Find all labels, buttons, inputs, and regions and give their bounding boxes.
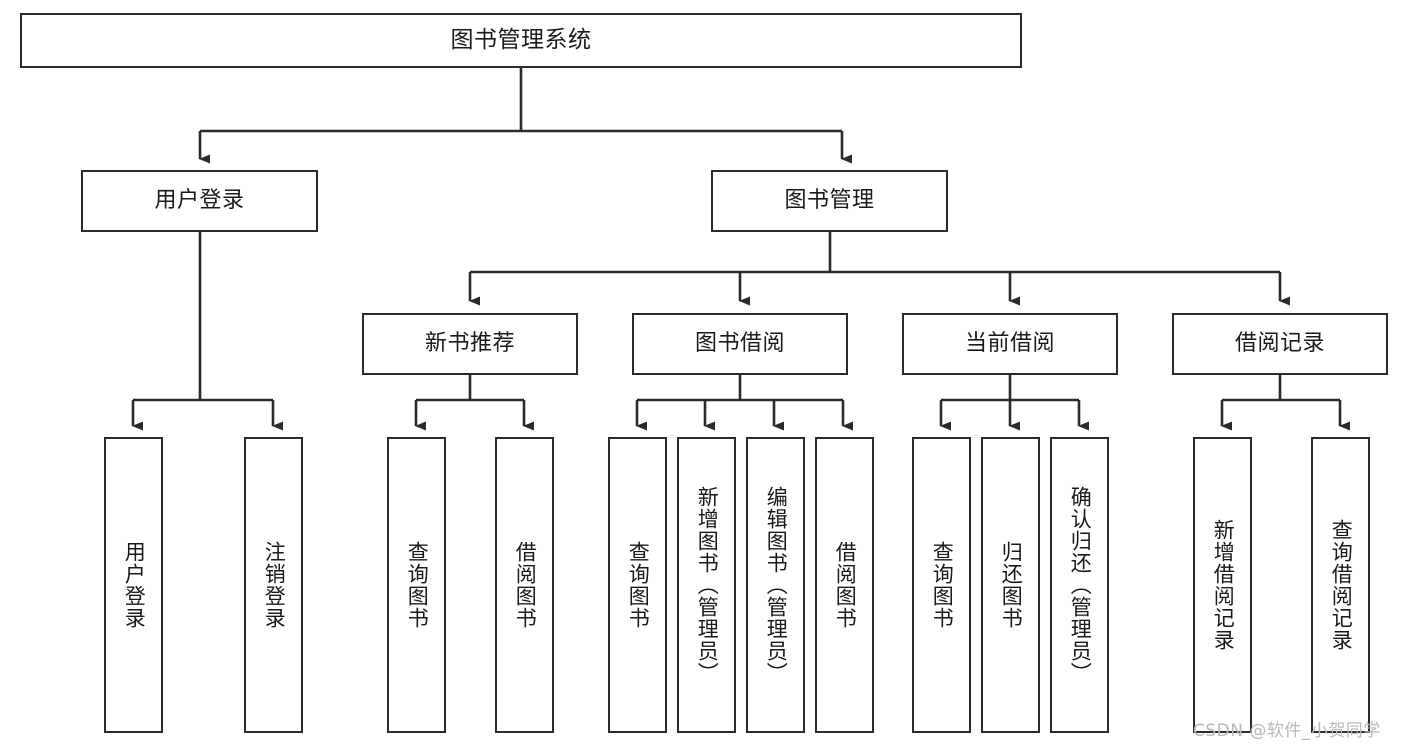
node-book-borrow[interactable]: 图书借阅	[632, 313, 848, 375]
node-root-book-management-system[interactable]: 图书管理系统	[20, 13, 1022, 68]
leaf-user-login-login[interactable]: 用户登录	[104, 437, 163, 733]
leaf-book-borrow-add-book-admin[interactable]: 新增图书（管理员）	[677, 437, 736, 733]
node-label: 借阅图书	[513, 541, 538, 629]
node-label: 查询图书	[405, 541, 430, 629]
node-label: 查询借阅记录	[1329, 519, 1354, 651]
node-borrow-record[interactable]: 借阅记录	[1172, 313, 1388, 375]
node-user-login[interactable]: 用户登录	[81, 170, 318, 232]
leaf-book-borrow-borrow-book[interactable]: 借阅图书	[815, 437, 874, 733]
node-book-management[interactable]: 图书管理	[711, 170, 948, 232]
node-label: 新书推荐	[424, 331, 515, 357]
node-label: 新增图书（管理员）	[695, 486, 720, 684]
node-label: 新增借阅记录	[1211, 519, 1236, 651]
node-label: 查询图书	[930, 541, 955, 629]
node-label: 查询图书	[626, 541, 651, 629]
leaf-new-book-query-book[interactable]: 查询图书	[387, 437, 446, 733]
node-label: 借阅图书	[833, 541, 858, 629]
watermark-text: CSDN @软件_小贺同学	[1193, 721, 1381, 741]
leaf-new-book-borrow-book[interactable]: 借阅图书	[495, 437, 554, 733]
leaf-current-borrow-confirm-return-admin[interactable]: 确认归还（管理员）	[1050, 437, 1109, 733]
leaf-book-borrow-query-book[interactable]: 查询图书	[608, 437, 667, 733]
node-new-book-recommend[interactable]: 新书推荐	[362, 313, 578, 375]
leaf-current-borrow-query-book[interactable]: 查询图书	[912, 437, 971, 733]
node-label: 归还图书	[999, 541, 1024, 629]
node-label: 借阅记录	[1234, 331, 1325, 357]
csdn-watermark: CSDN @软件_小贺同学	[1193, 716, 1381, 741]
node-label: 图书管理	[784, 188, 875, 214]
leaf-borrow-record-add-record[interactable]: 新增借阅记录	[1193, 437, 1252, 733]
node-label: 注销登录	[262, 541, 287, 629]
node-label: 用户登录	[154, 188, 245, 214]
node-current-borrow[interactable]: 当前借阅	[902, 313, 1118, 375]
node-label: 图书借阅	[694, 331, 785, 357]
node-label: 确认归还（管理员）	[1068, 486, 1093, 684]
node-label: 图书管理系统	[450, 27, 592, 54]
leaf-user-login-logout[interactable]: 注销登录	[244, 437, 303, 733]
leaf-book-borrow-edit-book-admin[interactable]: 编辑图书（管理员）	[746, 437, 805, 733]
node-label: 编辑图书（管理员）	[764, 486, 789, 684]
leaf-borrow-record-query-record[interactable]: 查询借阅记录	[1311, 437, 1370, 733]
node-label: 用户登录	[122, 541, 147, 629]
node-label: 当前借阅	[964, 331, 1055, 357]
leaf-current-borrow-return-book[interactable]: 归还图书	[981, 437, 1040, 733]
